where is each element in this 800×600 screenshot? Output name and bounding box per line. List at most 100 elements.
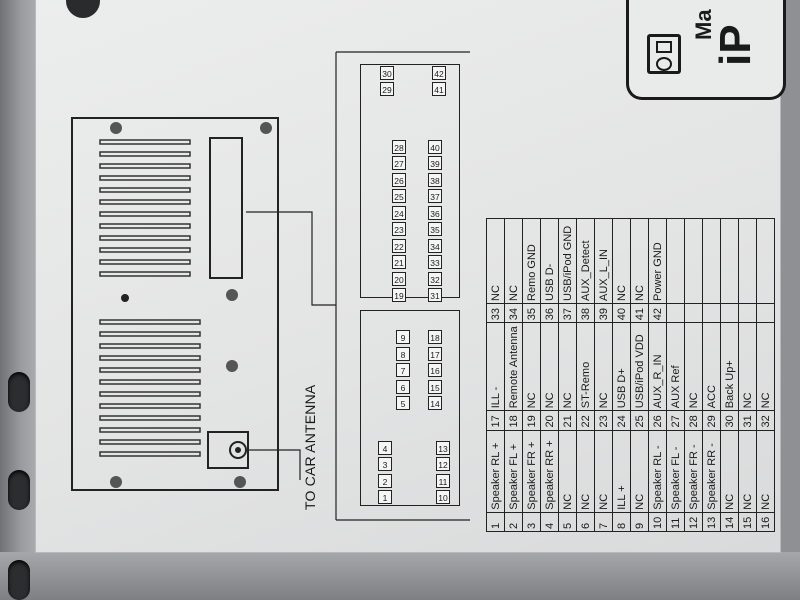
table-cell: 21 bbox=[558, 410, 577, 431]
table-cell: 17 bbox=[486, 410, 505, 431]
table-cell: 1 bbox=[486, 512, 505, 532]
table-cell: 39 bbox=[594, 303, 613, 323]
table-cell: Speaker RL + bbox=[486, 430, 505, 513]
pin-number-box: 11 bbox=[436, 473, 450, 488]
table-cell: 31 bbox=[738, 410, 757, 431]
harness-socket bbox=[209, 137, 243, 279]
table-cell: NC bbox=[738, 430, 757, 513]
table-cell: NC bbox=[720, 430, 739, 513]
table-cell: NC bbox=[594, 430, 613, 513]
pin-number-box: 7 bbox=[396, 363, 410, 377]
table-cell: USB D- bbox=[540, 218, 559, 304]
table-cell: Speaker FL + bbox=[504, 430, 523, 513]
table-cell: NC bbox=[630, 218, 649, 304]
pin-number-box: 19 bbox=[392, 288, 406, 302]
table-cell: 28 bbox=[684, 410, 703, 431]
table-cell: NC bbox=[576, 430, 595, 513]
pin-number-box: 1 bbox=[378, 490, 392, 504]
pin-number-box: 31 bbox=[428, 288, 442, 302]
vent-slots bbox=[99, 139, 201, 457]
table-cell: 15 bbox=[738, 512, 757, 532]
table-cell: Remote Antenna bbox=[504, 322, 523, 411]
table-cell: NC bbox=[504, 218, 523, 304]
screw-icon bbox=[110, 476, 122, 488]
table-cell: 8 bbox=[612, 512, 631, 532]
pin-number-box: 6 bbox=[396, 379, 410, 394]
table-cell: 20 bbox=[540, 410, 559, 431]
table-cell: 22 bbox=[576, 410, 595, 431]
table-cell: Speaker FR + bbox=[522, 430, 541, 513]
table-cell: Speaker RR + bbox=[540, 430, 559, 513]
table-cell: 35 bbox=[522, 303, 541, 323]
table-cell: 12 bbox=[684, 512, 703, 532]
table-cell bbox=[756, 303, 775, 323]
pin-number-box: 20 bbox=[392, 271, 406, 286]
table-cell: Speaker FL - bbox=[666, 430, 685, 513]
table-cell: NC bbox=[612, 218, 631, 304]
pin-number-box: 3 bbox=[378, 457, 392, 471]
table-cell bbox=[738, 218, 757, 304]
pin-number-box: 27 bbox=[392, 156, 406, 170]
table-cell: 4 bbox=[540, 512, 559, 532]
table-cell: NC bbox=[558, 430, 577, 513]
table-cell: 24 bbox=[612, 410, 631, 431]
pin-number-box: 40 bbox=[428, 139, 442, 154]
pin-number-box: 35 bbox=[428, 222, 442, 236]
table-cell bbox=[702, 218, 721, 304]
pin-number-box: 34 bbox=[428, 238, 442, 253]
pin-number-box: 41 bbox=[432, 82, 446, 96]
table-cell: 6 bbox=[576, 512, 595, 532]
table-cell: NC bbox=[756, 430, 775, 513]
table-cell: NC bbox=[486, 218, 505, 304]
table-cell: 23 bbox=[594, 410, 613, 431]
table-cell: NC bbox=[756, 322, 775, 411]
table-cell: 32 bbox=[756, 410, 775, 431]
made-for-ipod-badge: Ma iP bbox=[626, 0, 786, 100]
table-cell bbox=[684, 303, 703, 323]
table-cell: 30 bbox=[720, 410, 739, 431]
table-cell: NC bbox=[540, 322, 559, 411]
connector-block-upper bbox=[360, 64, 460, 298]
table-cell bbox=[666, 218, 685, 304]
table-cell: Back Up+ bbox=[720, 322, 739, 411]
table-cell: Speaker FR - bbox=[684, 430, 703, 513]
table-cell: 16 bbox=[756, 512, 775, 532]
pin-number-box: 26 bbox=[392, 172, 406, 187]
pin-number-box: 10 bbox=[436, 490, 450, 504]
table-cell bbox=[738, 303, 757, 323]
pin-number-box: 38 bbox=[428, 172, 442, 187]
table-cell bbox=[720, 218, 739, 304]
table-cell: AUX_L_IN bbox=[594, 218, 613, 304]
table-cell: 37 bbox=[558, 303, 577, 323]
table-cell: 26 bbox=[648, 410, 667, 431]
pin-number-box: 14 bbox=[428, 396, 442, 410]
pin-number-box: 21 bbox=[392, 255, 406, 269]
table-cell: 38 bbox=[576, 303, 595, 323]
ipod-icon bbox=[647, 34, 681, 74]
chassis-hole bbox=[8, 470, 30, 510]
table-cell: 36 bbox=[540, 303, 559, 323]
chassis-bottom-edge bbox=[0, 552, 800, 600]
pin-number-box: 33 bbox=[428, 255, 442, 269]
table-cell: NC bbox=[558, 322, 577, 411]
pin-number-box: 29 bbox=[380, 82, 394, 96]
table-cell bbox=[756, 218, 775, 304]
pin-number-box: 42 bbox=[432, 65, 446, 80]
table-cell: 27 bbox=[666, 410, 685, 431]
screw-icon bbox=[110, 122, 122, 134]
table-cell: NC bbox=[630, 430, 649, 513]
pin-number-box: 24 bbox=[392, 205, 406, 220]
table-cell: 40 bbox=[612, 303, 631, 323]
